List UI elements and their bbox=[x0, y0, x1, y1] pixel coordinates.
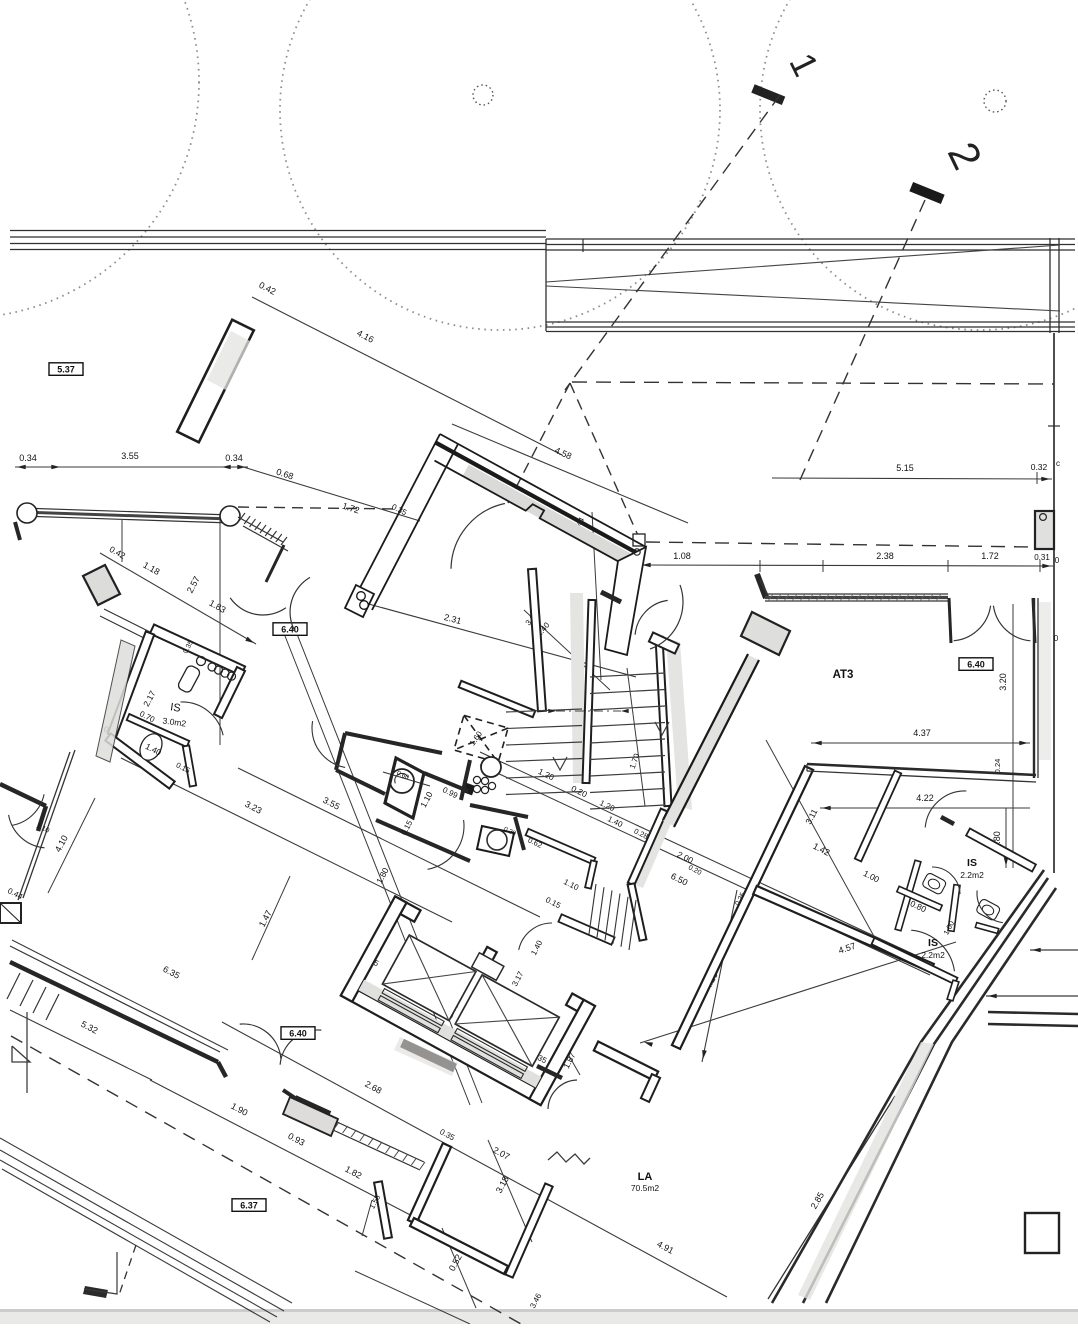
svg-text:2.31: 2.31 bbox=[443, 612, 463, 626]
svg-text:0.34: 0.34 bbox=[19, 453, 37, 463]
svg-text:3.0m2: 3.0m2 bbox=[162, 715, 187, 728]
svg-text:0.24: 0.24 bbox=[993, 759, 1002, 774]
svg-text:2.2m2: 2.2m2 bbox=[960, 870, 984, 880]
svg-text:5.15: 5.15 bbox=[896, 463, 914, 473]
svg-text:6.37: 6.37 bbox=[240, 1201, 258, 1211]
svg-text:1.72: 1.72 bbox=[981, 551, 999, 561]
svg-text:0.31: 0.31 bbox=[1034, 553, 1050, 562]
svg-text:0.20: 0.20 bbox=[502, 826, 517, 838]
svg-text:0.32: 0.32 bbox=[1031, 462, 1048, 472]
svg-text:IS: IS bbox=[928, 937, 938, 949]
svg-text:1.80: 1.80 bbox=[992, 831, 1002, 849]
svg-text:2.2m2: 2.2m2 bbox=[921, 950, 945, 960]
svg-text:1.08: 1.08 bbox=[673, 551, 691, 561]
svg-text:LA: LA bbox=[638, 1171, 653, 1183]
svg-text:6.40: 6.40 bbox=[967, 660, 985, 670]
svg-text:5.37: 5.37 bbox=[57, 365, 75, 375]
svg-text:0.60: 0.60 bbox=[395, 770, 410, 782]
svg-text:3.20: 3.20 bbox=[998, 673, 1008, 691]
svg-text:2.38: 2.38 bbox=[876, 551, 894, 561]
svg-text:0.34: 0.34 bbox=[225, 453, 243, 463]
svg-text:IS: IS bbox=[967, 857, 977, 869]
svg-text:4.22: 4.22 bbox=[916, 793, 934, 803]
svg-text:0: 0 bbox=[1055, 556, 1060, 565]
svg-text:0: 0 bbox=[1054, 634, 1059, 643]
svg-text:6.40: 6.40 bbox=[281, 625, 299, 635]
svg-text:6.40: 6.40 bbox=[289, 1029, 307, 1039]
svg-text:c: c bbox=[1056, 459, 1060, 468]
svg-text:AT3: AT3 bbox=[833, 669, 854, 681]
svg-text:IS: IS bbox=[169, 701, 181, 714]
svg-text:70.5m2: 70.5m2 bbox=[631, 1183, 660, 1193]
svg-text:4.37: 4.37 bbox=[913, 728, 931, 738]
svg-text:3.55: 3.55 bbox=[121, 451, 139, 461]
